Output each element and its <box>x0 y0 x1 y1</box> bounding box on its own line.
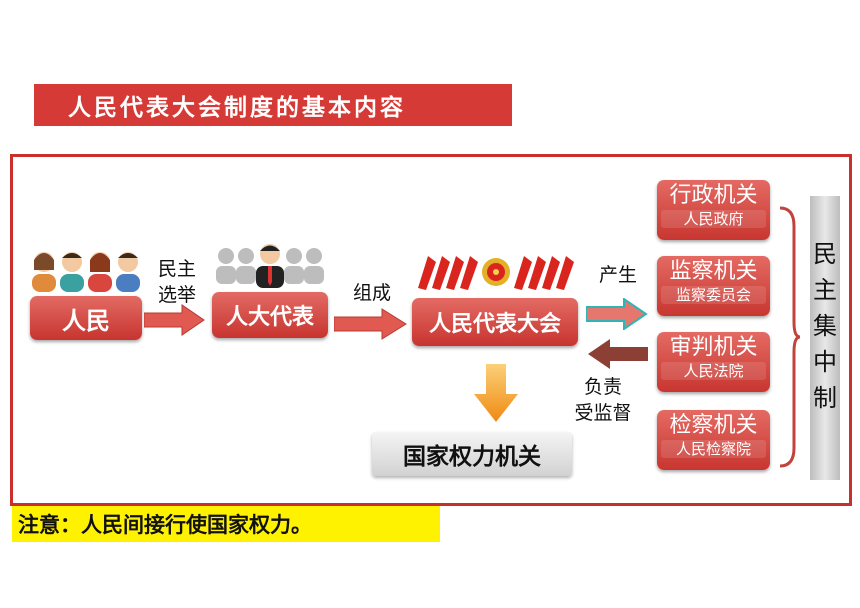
organ-sub: 监察委员会 <box>661 286 766 304</box>
diagram-frame <box>10 154 852 506</box>
page-title: 人民代表大会制度的基本内容 <box>34 84 512 126</box>
edge-elect-line2: 选举 <box>157 284 196 306</box>
flags-emblem-icon <box>418 256 574 290</box>
principle-char: 集 <box>813 312 837 340</box>
note-banner: 注意：人民间接行使国家权力。 <box>12 506 440 542</box>
edge-produce-label: 产生 <box>598 264 637 286</box>
organ-name: 监察机关 <box>669 259 758 284</box>
node-deputies: 人大代表 <box>212 292 328 338</box>
node-power-organ: 国家权力机关 <box>372 432 572 476</box>
arrow-produce <box>586 298 648 330</box>
arrow-down-to-power-organ <box>474 364 518 422</box>
principle-char: 中 <box>813 348 837 376</box>
edge-supervise-line1: 负责 <box>583 376 622 398</box>
principle-char: 主 <box>813 276 837 304</box>
organ-sub: 人民政府 <box>661 210 766 228</box>
arrow-supervise <box>588 339 648 369</box>
edge-compose-label: 组成 <box>352 282 391 304</box>
organ-judicial: 审判机关 人民法院 <box>657 332 770 392</box>
organ-supervisory: 监察机关 监察委员会 <box>657 256 770 316</box>
edge-elect-line1: 民主 <box>157 258 196 280</box>
organ-procuratorial: 检察机关 人民检察院 <box>657 410 770 470</box>
arrow-deputies-to-congress <box>334 308 407 340</box>
principle-char: 民 <box>813 240 837 268</box>
node-congress: 人民代表大会 <box>412 298 578 346</box>
organ-name: 审判机关 <box>669 335 758 360</box>
node-people: 人民 <box>30 296 142 340</box>
bracket <box>779 206 801 468</box>
democratic-centralism-label: 民 主 集 中 制 <box>810 196 840 480</box>
deputies-icon <box>216 244 324 288</box>
organ-administrative: 行政机关 人民政府 <box>657 180 770 240</box>
organ-name: 检察机关 <box>669 413 758 438</box>
edge-supervise-line2: 受监督 <box>574 402 632 424</box>
arrow-people-to-deputies <box>144 304 205 336</box>
organ-sub: 人民检察院 <box>661 440 766 458</box>
people-icon <box>32 252 140 292</box>
principle-char: 制 <box>813 384 837 412</box>
organ-sub: 人民法院 <box>661 362 766 380</box>
organ-name: 行政机关 <box>669 183 758 208</box>
